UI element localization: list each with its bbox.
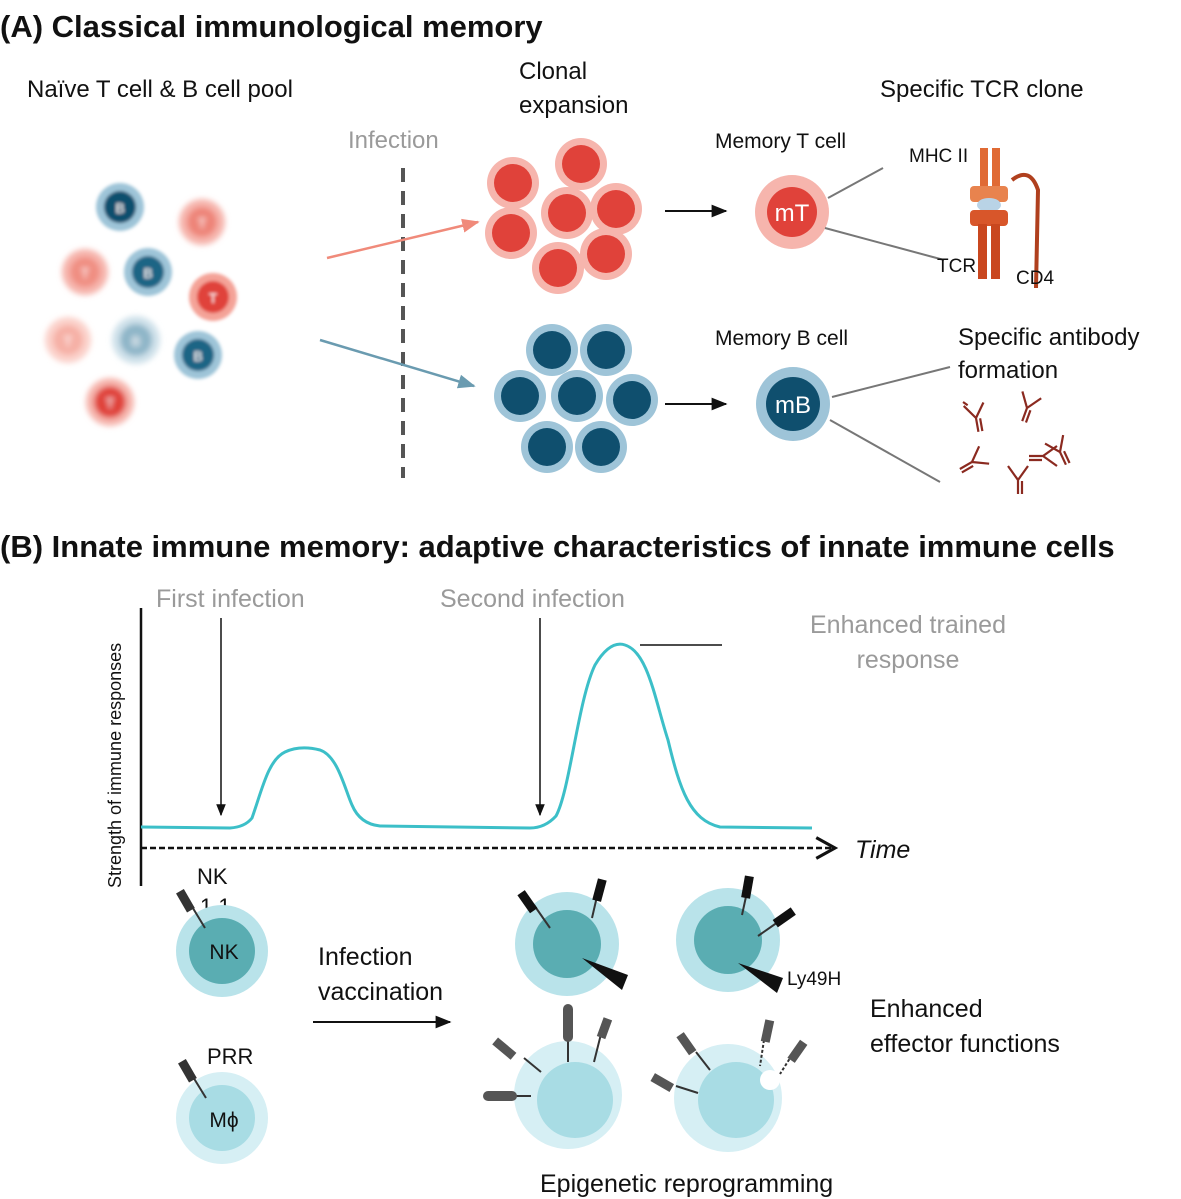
nk-receptor-icon bbox=[592, 878, 607, 902]
trained-macrophage-cell bbox=[483, 1004, 622, 1149]
svg-text:T: T bbox=[209, 290, 218, 306]
antibody-icon bbox=[959, 445, 990, 474]
antibody-icons bbox=[959, 391, 1071, 494]
naive-t-cell: T bbox=[189, 273, 237, 321]
prr-label: PRR bbox=[207, 1044, 253, 1069]
tcr-zoom-line bbox=[827, 167, 884, 199]
antibody-zoom-line bbox=[831, 366, 951, 398]
enhanced-effector-label-1: Enhanced bbox=[870, 995, 983, 1023]
memory-t-cell-label: mT bbox=[775, 200, 810, 227]
nk11-receptor-icon bbox=[176, 888, 195, 913]
infection-vaccination-label-1: Infection bbox=[318, 943, 413, 971]
mhc-tcr-complex-icon bbox=[970, 148, 1041, 289]
naive-b-cell: B bbox=[96, 183, 144, 231]
trained-response-label-2: response bbox=[857, 646, 960, 674]
nk-receptor-icon bbox=[741, 875, 754, 899]
naive-b-cell: B bbox=[112, 316, 160, 364]
trained-response-label-1: Enhanced trained bbox=[810, 611, 1006, 639]
macrophage-cell: Mϕ bbox=[176, 1058, 268, 1164]
first-infection-label: First infection bbox=[156, 585, 305, 613]
nk-receptor-icon bbox=[772, 907, 796, 928]
t-cell-clone-cluster bbox=[485, 138, 642, 294]
antibody-label-2: formation bbox=[958, 357, 1058, 384]
tcr-label: TCR bbox=[937, 256, 976, 277]
prr-receptor-icon bbox=[596, 1017, 613, 1040]
trained-nk-cell bbox=[515, 878, 628, 996]
antibody-icon bbox=[962, 401, 985, 432]
naive-b-cell: B bbox=[124, 248, 172, 296]
memory-b-cell-label: mB bbox=[775, 392, 811, 419]
prr-receptor-icon bbox=[787, 1039, 808, 1063]
cd4-label: CD4 bbox=[1016, 268, 1054, 289]
t-expansion-arrow bbox=[326, 218, 480, 260]
antibody-icon bbox=[1044, 434, 1071, 466]
trained-macrophage-cell bbox=[650, 1019, 808, 1152]
prr-receptor-icon bbox=[676, 1032, 697, 1056]
svg-text:B: B bbox=[193, 348, 202, 364]
clonal-expansion-label-1: Clonal bbox=[519, 58, 587, 85]
prr-receptor-icon bbox=[178, 1058, 197, 1083]
antibody-label-1: Specific antibody bbox=[958, 324, 1139, 351]
infection-label: Infection bbox=[348, 127, 439, 154]
naive-t-cell: T bbox=[179, 199, 225, 245]
enhanced-effector-label-2: effector functions bbox=[870, 1030, 1060, 1058]
trained-nk-cell bbox=[676, 875, 796, 993]
svg-text:T: T bbox=[198, 215, 207, 231]
antibody-icon bbox=[1021, 391, 1042, 423]
svg-text:T: T bbox=[81, 265, 90, 281]
clonal-expansion-label-2: expansion bbox=[519, 92, 628, 119]
ly49h-receptor-icon bbox=[582, 958, 628, 990]
svg-text:T: T bbox=[106, 395, 115, 411]
tcr-clone-label: Specific TCR clone bbox=[880, 76, 1084, 103]
y-axis-label: Strength of immune responses bbox=[105, 643, 125, 888]
naive-t-cell: T bbox=[45, 317, 91, 363]
b-expansion-arrow bbox=[319, 338, 476, 389]
naive-pool-label: Naïve T cell & B cell pool bbox=[27, 76, 293, 103]
prr-receptor-icon bbox=[760, 1019, 775, 1043]
tcr-zoom-line bbox=[824, 227, 945, 261]
svg-text:B: B bbox=[115, 200, 124, 216]
memory-b-cell: mB bbox=[756, 367, 830, 441]
infection-vaccination-label-2: vaccination bbox=[318, 978, 443, 1006]
epigenetic-label: Epigenetic reprogramming bbox=[540, 1170, 833, 1198]
svg-text:B: B bbox=[131, 333, 140, 349]
svg-text:T: T bbox=[64, 333, 73, 349]
nk-cell: NK bbox=[176, 888, 268, 997]
panel-b-title: (B) Innate immune memory: adaptive chara… bbox=[0, 529, 1115, 564]
macrophage-cell-label: Mϕ bbox=[209, 1109, 238, 1132]
memory-t-label: Memory T cell bbox=[715, 130, 846, 153]
memory-b-label: Memory B cell bbox=[715, 327, 848, 350]
second-infection-label: Second infection bbox=[440, 585, 625, 613]
nk-receptor-label-1: NK bbox=[197, 864, 228, 889]
antibody-zoom-line bbox=[829, 419, 941, 483]
memory-t-cell: mT bbox=[755, 175, 829, 249]
nk-receptor-icon bbox=[517, 890, 538, 914]
b-cell-clone-cluster bbox=[494, 324, 658, 473]
svg-text:B: B bbox=[143, 265, 152, 281]
antibody-icon bbox=[1007, 465, 1029, 494]
ly49h-label: Ly49H bbox=[787, 969, 841, 990]
prr-receptor-icon bbox=[563, 1004, 573, 1042]
nk-cell-label: NK bbox=[209, 941, 238, 964]
naive-cell-pool: B T T B T T B B bbox=[45, 183, 237, 426]
ly49h-receptor-icon bbox=[738, 963, 783, 993]
antibody-icon bbox=[1029, 445, 1058, 467]
prr-receptor-icon bbox=[483, 1091, 517, 1101]
naive-t-cell: T bbox=[86, 378, 134, 426]
prr-receptor-icon bbox=[492, 1037, 517, 1060]
naive-t-cell: T bbox=[62, 249, 108, 295]
time-axis-label: Time bbox=[855, 836, 910, 864]
panel-a-title: (A) Classical immunological memory bbox=[0, 9, 543, 44]
prr-receptor-icon bbox=[650, 1073, 675, 1092]
immune-response-curve bbox=[140, 642, 813, 830]
naive-b-cell: B bbox=[174, 331, 222, 379]
mhc-label: MHC II bbox=[909, 146, 968, 167]
